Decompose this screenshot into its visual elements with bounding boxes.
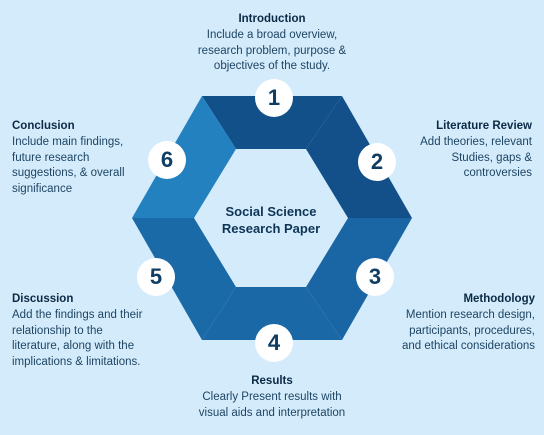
description-line: relationship to the <box>12 324 103 337</box>
description-line: visual aids and interpretation <box>198 406 346 419</box>
description-line: Include main findings, <box>12 136 124 148</box>
description-line: implications & limitations. <box>12 355 141 368</box>
description-line: Studies, gaps & <box>451 151 532 164</box>
section-description: Mention research design, participants, p… <box>360 308 535 355</box>
section-literature-review: Literature Review Add theories, relevant… <box>372 120 532 182</box>
section-description: Include main findings, future research s… <box>12 135 172 197</box>
description-line: Include a broad overview, <box>206 29 338 41</box>
description-line: Mention research design, <box>405 309 535 321</box>
section-description: Add theories, relevant Studies, gaps & c… <box>372 135 532 182</box>
description-line: future research <box>12 151 90 164</box>
segment-6 <box>132 96 236 218</box>
description-line: controversies <box>463 167 532 179</box>
segment-2 <box>306 96 412 218</box>
section-title: Literature Review <box>436 120 532 132</box>
center-title-line1: Social Science <box>225 204 317 219</box>
step-badge-3: 3 <box>358 260 392 294</box>
segment-1 <box>202 96 342 149</box>
step-badge-2: 2 <box>360 145 394 179</box>
description-line: and ethical considerations <box>402 340 535 352</box>
section-title: Results <box>251 375 293 387</box>
section-title: Conclusion <box>12 120 75 132</box>
description-line: objectives of the study. <box>213 60 331 72</box>
segment-5 <box>132 218 236 340</box>
step-badge-4: 4 <box>257 326 291 360</box>
section-title: Introduction <box>238 13 306 25</box>
section-introduction: Introduction Include a broad overview, r… <box>162 13 382 75</box>
step-badge-1: 1 <box>257 81 291 115</box>
section-description: Clearly Present results with visual aids… <box>162 390 382 421</box>
description-line: literature, along with the <box>12 340 135 352</box>
description-line: participants, procedures, <box>409 324 535 337</box>
section-title: Discussion <box>12 293 74 305</box>
description-line: suggestions, & overall <box>12 167 125 179</box>
section-methodology: Methodology Mention research design, par… <box>360 293 535 355</box>
description-line: Add the findings and their <box>12 309 143 321</box>
section-conclusion: Conclusion Include main findings, future… <box>12 120 172 197</box>
step-badge-6: 6 <box>150 143 184 177</box>
description-line: Clearly Present results with <box>202 391 342 403</box>
center-title: Social Science Research Paper <box>196 203 346 237</box>
segment-4 <box>202 287 342 340</box>
description-line: research problem, purpose & <box>197 44 347 57</box>
center-title-line2: Research Paper <box>221 221 321 236</box>
section-title: Methodology <box>463 293 535 305</box>
section-description: Add the findings and their relationship … <box>12 308 187 370</box>
section-discussion: Discussion Add the findings and their re… <box>12 293 187 370</box>
step-badge-5: 5 <box>139 260 173 294</box>
description-line: significance <box>12 182 73 195</box>
description-line: Add theories, relevant <box>420 136 532 148</box>
section-results: Results Clearly Present results with vis… <box>162 375 382 421</box>
section-description: Include a broad overview, research probl… <box>162 28 382 75</box>
